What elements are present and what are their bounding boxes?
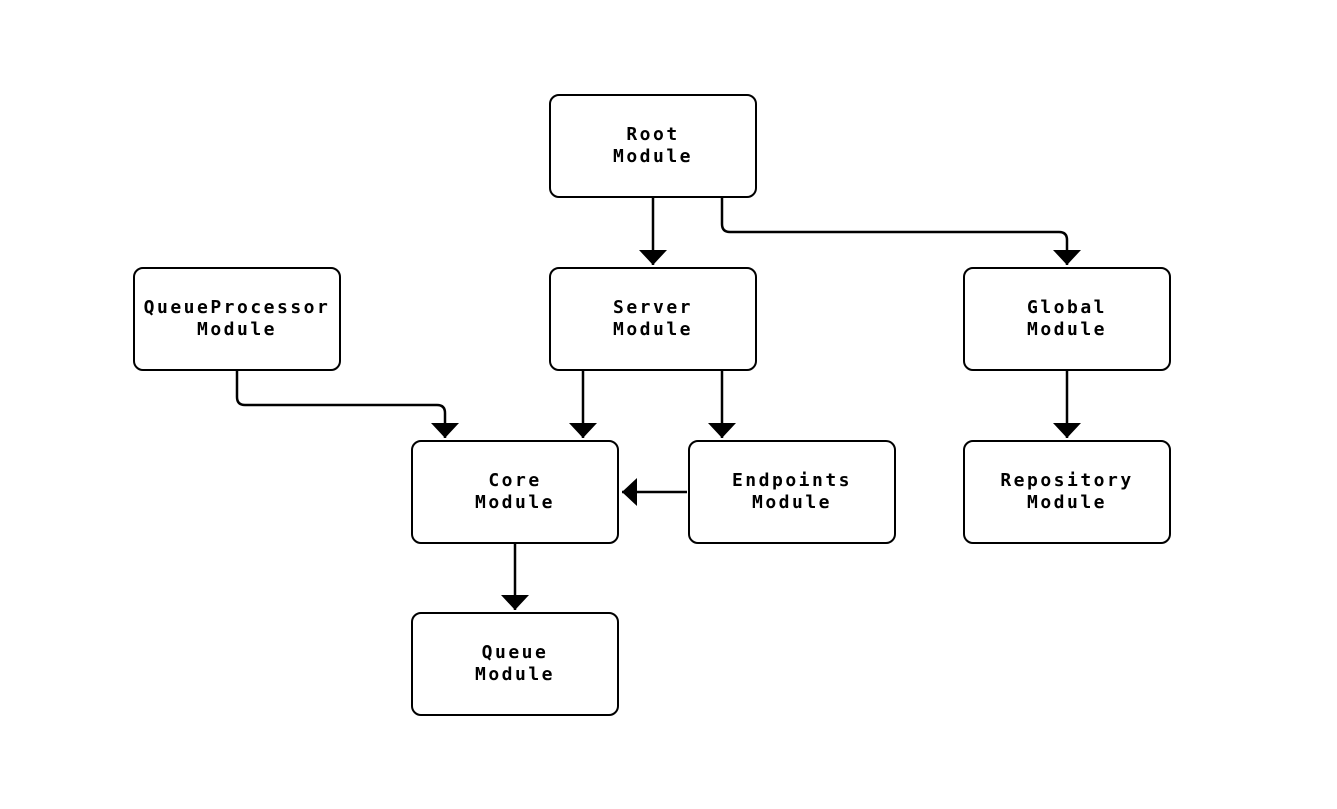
node-endpoints-module: Endpoints Module (688, 440, 896, 544)
node-label: Module (751, 492, 833, 513)
node-label: Module (612, 319, 694, 340)
node-label: Root (626, 124, 680, 145)
node-root-module: Root Module (549, 94, 757, 198)
edge-root-to-global (720, 198, 1081, 265)
node-queue-module: Queue Module (411, 612, 619, 716)
node-label: QueueProcessor (143, 297, 331, 318)
node-label: Repository (1000, 470, 1134, 491)
node-server-module: Server Module (549, 267, 757, 371)
node-global-module: Global Module (963, 267, 1171, 371)
node-repository-module: Repository Module (963, 440, 1171, 544)
node-label: Module (612, 146, 694, 167)
node-label: Module (474, 492, 556, 513)
node-label: Global (1026, 297, 1108, 318)
node-label: Module (1026, 492, 1108, 513)
node-label: Module (1026, 319, 1108, 340)
node-queueprocessor-module: QueueProcessor Module (133, 267, 341, 371)
edge-queueprocessor-to-core (235, 371, 459, 438)
node-label: Queue (481, 642, 549, 663)
node-label: Core (488, 470, 542, 491)
node-label: Endpoints (731, 470, 853, 491)
node-label: Module (474, 664, 556, 685)
node-label: Module (196, 319, 278, 340)
node-label: Server (612, 297, 694, 318)
node-core-module: Core Module (411, 440, 619, 544)
